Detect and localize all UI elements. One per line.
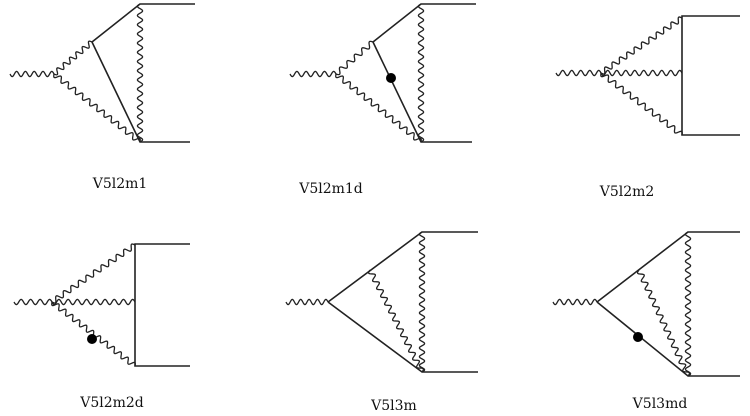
fermion-line — [681, 15, 740, 136]
diagram-v5l2m1: V5l2m1 — [9, 3, 195, 192]
diagram-label: V5l2m1d — [298, 181, 363, 197]
fermion-line — [372, 3, 476, 43]
diagram-label: V5l3m — [370, 398, 417, 414]
diagram-label: V5l2m1 — [92, 176, 148, 192]
photon-propagator — [417, 3, 425, 143]
diagram-label: V5l2m2 — [599, 184, 655, 200]
photon-propagator — [51, 298, 136, 306]
photon-propagator — [600, 72, 683, 136]
diagram-v5l3md: V5l3md — [552, 231, 740, 412]
photon-propagator — [335, 40, 374, 76]
photon-propagator — [600, 69, 683, 77]
photon-propagator — [53, 40, 93, 76]
fermion-line — [596, 231, 740, 303]
photon-propagator — [418, 231, 426, 373]
photon-propagator — [53, 73, 141, 143]
fermion-line — [327, 231, 478, 303]
photon-propagator — [600, 16, 683, 75]
external-photon — [552, 298, 598, 306]
diagram-label: V5l3md — [632, 396, 688, 412]
external-photon — [555, 69, 602, 77]
external-photon — [285, 298, 329, 306]
mass-insertion-dot — [386, 73, 396, 83]
diagram-v5l3m: V5l3m — [285, 231, 478, 414]
mass-insertion-dot — [87, 334, 97, 344]
diagram-label: V5l2m2d — [79, 395, 144, 411]
fermion-line — [91, 3, 195, 43]
photon-propagator — [136, 3, 144, 143]
photon-propagator — [367, 269, 425, 373]
photon-propagator — [335, 73, 422, 143]
external-photon — [289, 70, 337, 78]
photon-propagator — [636, 269, 691, 377]
photon-propagator — [51, 301, 136, 367]
mass-insertion-dot — [633, 332, 643, 342]
external-photon — [9, 70, 55, 78]
fermion-line — [134, 243, 190, 367]
diagram-v5l2m1d: V5l2m1d — [289, 3, 476, 197]
diagram-v5l2m2: V5l2m2 — [555, 15, 740, 200]
external-photon — [13, 298, 53, 306]
photon-propagator — [51, 243, 136, 304]
diagram-v5l2m2d: V5l2m2d — [13, 243, 190, 411]
photon-propagator — [684, 231, 692, 377]
